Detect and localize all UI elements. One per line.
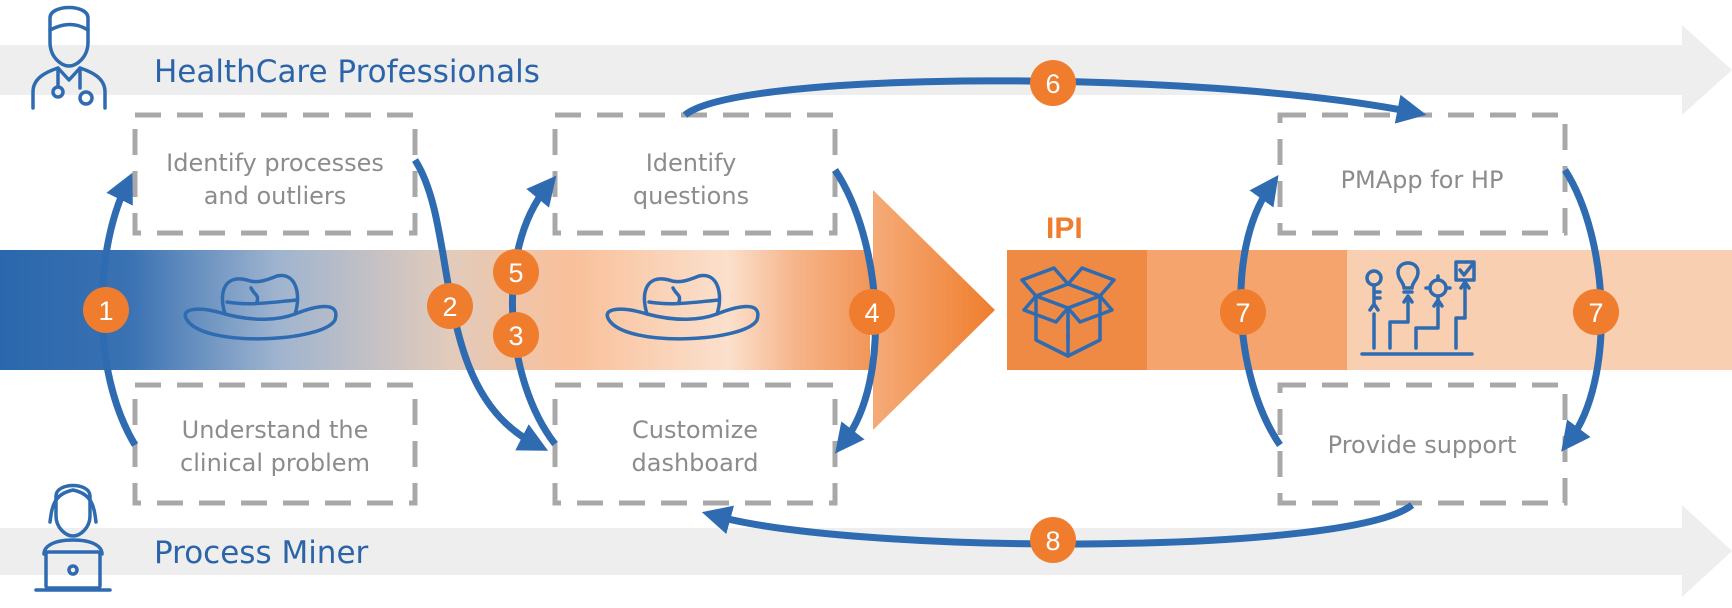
step-number: 7 <box>1588 298 1603 328</box>
box-identify-processes: Identify processes and outliers <box>132 112 418 236</box>
box-line: Identify processes <box>166 149 384 177</box>
box-line: and outliers <box>204 182 347 210</box>
cowboy-hat-icon <box>605 273 760 341</box>
box-line: Understand the <box>182 416 369 444</box>
box-line: PMApp for HP <box>1341 166 1504 194</box>
box-support: Provide support <box>1277 382 1568 506</box>
box-line: Provide support <box>1328 431 1517 459</box>
box-line: clinical problem <box>180 449 370 477</box>
step-number: 6 <box>1045 69 1060 99</box>
step-number: 1 <box>98 296 113 326</box>
step-number: 8 <box>1045 526 1060 556</box>
arrow-step-8 <box>701 502 1415 548</box>
step-badge-4: 4 <box>849 289 895 335</box>
cowboy-hat-icon <box>183 273 338 341</box>
top-lane-title: HealthCare Professionals <box>154 54 540 90</box>
bottom-lane-title: Process Miner <box>154 535 369 571</box>
step-badge-2: 2 <box>427 283 473 329</box>
step-badge-7-left: 7 <box>1220 289 1266 335</box>
open-box-icon <box>1020 266 1116 358</box>
step-number: 5 <box>508 258 523 288</box>
box-customize-dashboard: Customize dashboard <box>552 382 838 506</box>
step-badge-1: 1 <box>83 287 129 333</box>
box-line: Customize <box>632 416 758 444</box>
box-understand-problem: Understand the clinical problem <box>132 382 418 506</box>
ipi-band <box>1007 250 1732 370</box>
bottom-lane <box>0 505 1732 597</box>
step-badge-8: 8 <box>1030 517 1076 563</box>
step-number: 2 <box>442 292 457 322</box>
step-number: 3 <box>508 321 523 351</box>
box-pmapp: PMApp for HP <box>1277 112 1568 236</box>
box-identify-questions: Identify questions <box>552 112 838 236</box>
step-number: 7 <box>1235 298 1250 328</box>
step-badge-5: 5 <box>493 249 539 295</box>
step-badge-7-right: 7 <box>1573 289 1619 335</box>
laptop-user-icon <box>34 483 112 592</box>
step-number: 4 <box>864 298 879 328</box>
arrow-step-6 <box>682 77 1427 124</box>
step-badge-3: 3 <box>493 312 539 358</box>
step-badge-6: 6 <box>1030 60 1076 106</box>
box-line: Identify <box>646 149 737 177</box>
process-tools-icon <box>1360 260 1476 356</box>
box-line: questions <box>633 182 749 210</box>
doctor-icon <box>31 5 107 110</box>
box-line: dashboard <box>632 449 759 477</box>
big-transition-arrow <box>873 190 995 430</box>
ipi-label: IPI <box>1046 212 1083 245</box>
